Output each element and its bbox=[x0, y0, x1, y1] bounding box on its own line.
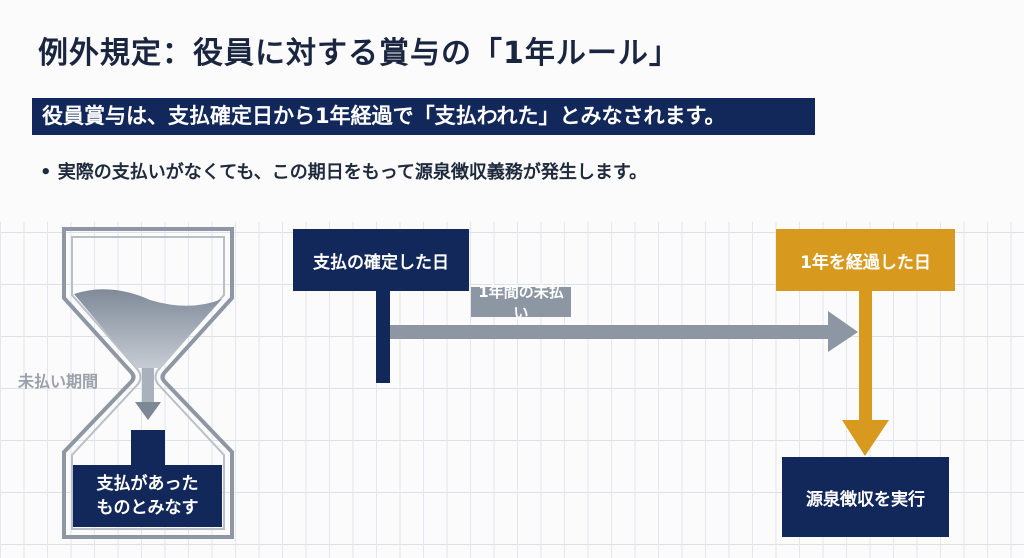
hourglass-icon bbox=[62, 227, 234, 539]
deemed-paid-box: 支払があった ものとみなす bbox=[73, 465, 222, 527]
right-arrow-icon bbox=[828, 311, 858, 352]
bullet-point: • 実際の支払いがなくても、この期日をもって源泉徴収義務が発生します。 bbox=[40, 162, 648, 183]
unpaid-period-label: 未払い期間 bbox=[18, 372, 99, 391]
timeline-arrows bbox=[376, 290, 889, 456]
unpaid-period-tag: 1年間の未払い bbox=[471, 283, 571, 322]
subtitle-banner: 役員賞与は、支払確定日から1年経過で「支払われた」とみなされます。 bbox=[32, 98, 815, 135]
one-year-passed-box: 1年を経過した日 bbox=[776, 229, 955, 291]
sand bbox=[74, 289, 222, 368]
payment-fixed-date-box: 支払の確定した日 bbox=[293, 229, 469, 291]
down-arrow-icon bbox=[135, 402, 161, 420]
down-arrow-icon bbox=[842, 420, 889, 456]
start-stem bbox=[376, 290, 390, 383]
withholding-box: 源泉徴収を実行 bbox=[782, 457, 949, 537]
page-title: 例外規定：役員に対する賞与の「1年ルール」 bbox=[38, 36, 680, 71]
